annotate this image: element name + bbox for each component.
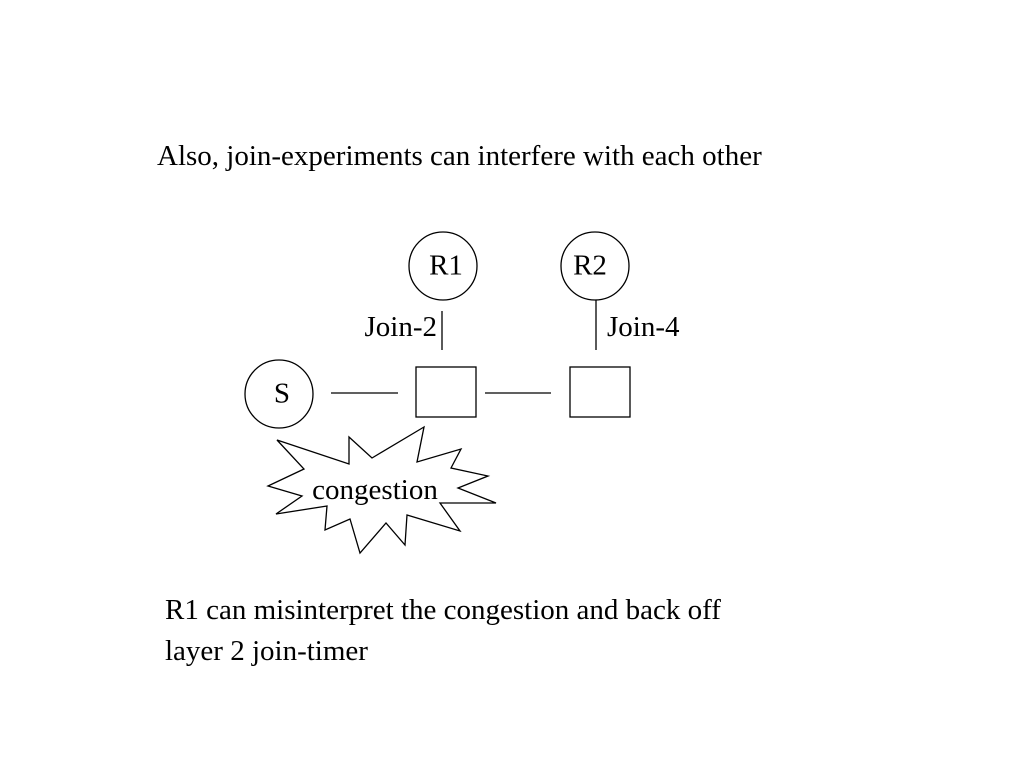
router-2-box bbox=[569, 366, 631, 418]
caption-line-2: layer 2 join-timer bbox=[165, 635, 368, 667]
source-s-label: S bbox=[274, 378, 290, 410]
join-r2-label: Join-4 bbox=[607, 311, 680, 343]
join-r1-label: Join-2 bbox=[365, 311, 438, 343]
slide-title: Also, join-experiments can interfere wit… bbox=[157, 140, 762, 172]
congestion-burst-icon bbox=[266, 425, 497, 555]
slide-caption: R1 can misinterpret the congestion and b… bbox=[165, 590, 721, 672]
router-1-box bbox=[415, 366, 477, 418]
receiver-r2-label: R2 bbox=[573, 250, 607, 282]
congestion-label: congestion bbox=[312, 474, 438, 506]
receiver-r1-node: R1 bbox=[408, 231, 478, 301]
receiver-r2-node: R2 bbox=[560, 231, 630, 301]
receiver-r1-label: R1 bbox=[429, 250, 463, 282]
caption-line-1: R1 can misinterpret the congestion and b… bbox=[165, 594, 721, 626]
source-s-node: S bbox=[244, 359, 314, 429]
